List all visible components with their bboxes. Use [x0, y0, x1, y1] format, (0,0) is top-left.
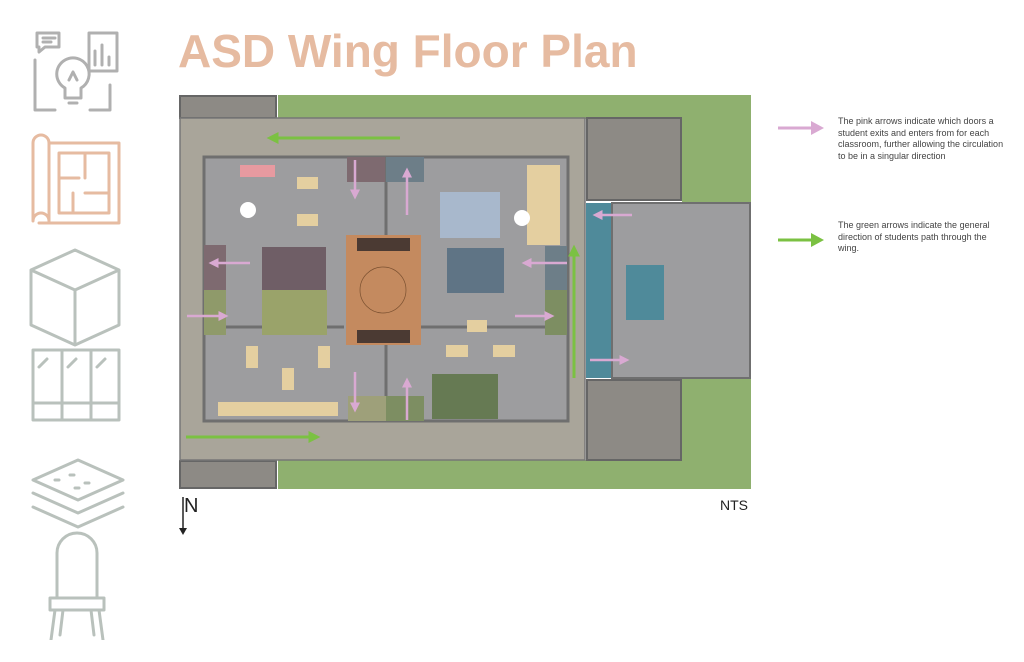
floor-plan — [179, 95, 751, 489]
blueprint-icon — [31, 133, 121, 225]
green-arrow-icon — [778, 233, 824, 247]
cube-icon — [29, 248, 121, 347]
flooring-layers-icon — [31, 458, 125, 529]
chair-icon — [48, 531, 106, 640]
legend-green — [778, 230, 828, 255]
green-arrows — [186, 132, 580, 443]
right-wing-hall — [586, 203, 612, 378]
scale-label: NTS — [720, 497, 748, 513]
idea-lightbulb-chart-icon — [33, 31, 119, 112]
north-arrow-icon — [179, 497, 187, 535]
legend-pink — [778, 118, 828, 143]
legend-pink-text: The pink arrows indicate which doors a s… — [838, 116, 1004, 161]
pink-arrows — [187, 160, 632, 420]
side-icons — [29, 31, 125, 640]
north-indicator: N — [176, 495, 200, 542]
north-label: N — [184, 495, 199, 517]
central-stair — [346, 235, 421, 345]
service-rooms — [179, 95, 682, 489]
legend-green-text: The green arrows indicate the general di… — [838, 220, 990, 253]
pink-arrow-icon — [778, 121, 824, 135]
window-icon — [31, 348, 121, 422]
vestibules — [204, 157, 567, 421]
grass-areas — [278, 95, 751, 489]
page-title: ASD Wing Floor Plan — [178, 25, 638, 77]
